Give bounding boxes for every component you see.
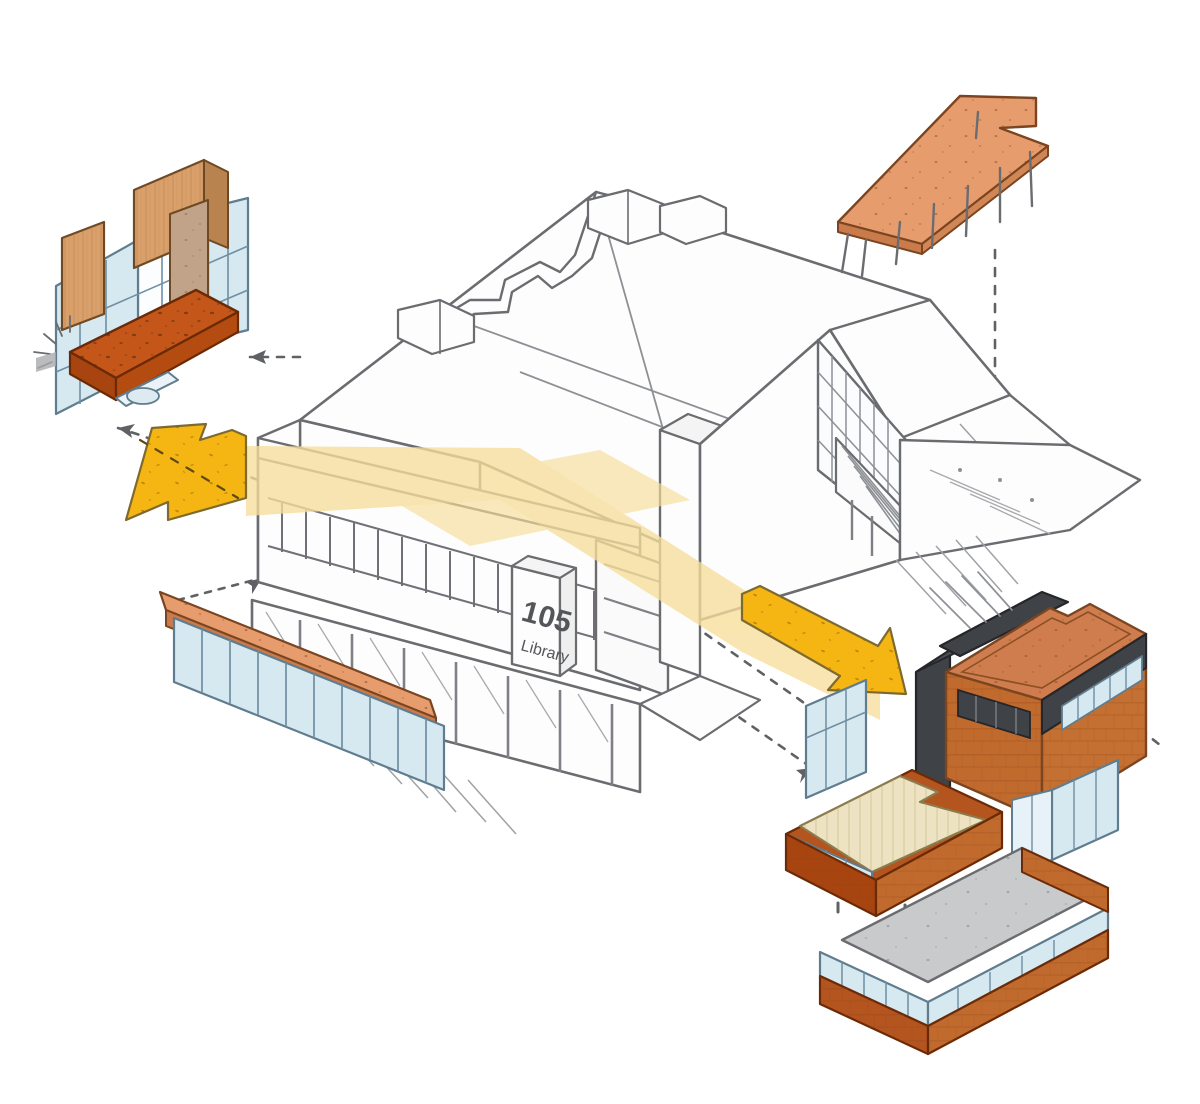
- west-timber-panels: [60, 158, 229, 332]
- comp-new-wing[interactable]: [914, 590, 1148, 822]
- lower-south-wing: [638, 674, 762, 742]
- south-colonnade-glazing: [172, 616, 446, 792]
- route-highlight-band: [246, 446, 880, 720]
- signage-pylon[interactable]: 105 Library: [510, 554, 578, 678]
- arrow-west[interactable]: [124, 422, 248, 522]
- slab-glass-mullions-right: [957, 940, 1055, 1010]
- rooftop-plant-enclosure: [396, 188, 728, 356]
- ground-plane-hatch-east: [895, 535, 1019, 615]
- entrance-columns: [850, 500, 874, 556]
- wing-slot-fins: [975, 696, 1017, 734]
- comp-west-facade[interactable]: [33, 158, 250, 416]
- slab-glass-mullions: [841, 962, 909, 1016]
- main-building-massing[interactable]: 105 Library: [179, 188, 1142, 835]
- arrow-east[interactable]: [740, 584, 908, 696]
- sketch-motion-lines: [929, 571, 1013, 629]
- comp-floor-deck[interactable]: [784, 678, 1004, 918]
- north-canopy-columns: [840, 110, 1034, 278]
- wing-charcoal-parapet: [938, 590, 1070, 658]
- ground-floor-hatch: [265, 611, 609, 743]
- wing-roof-inner-line: [959, 611, 1132, 689]
- wing-clerestory-glazing: [1061, 655, 1143, 731]
- deck-glass-screen: [804, 678, 868, 800]
- slab-glass-fins: [1011, 758, 1120, 871]
- west-terracotta-slab: [68, 288, 240, 402]
- west-under-box: [115, 371, 179, 407]
- comp-north-canopy[interactable]: [836, 94, 1050, 278]
- forecourt-hatch: [929, 469, 1051, 535]
- comp-ground-slab[interactable]: [818, 758, 1120, 1056]
- comp-south-colonnade[interactable]: [158, 590, 446, 792]
- signage-side: [558, 566, 578, 678]
- west-slab-chip: [36, 352, 56, 372]
- arrow-west-centreline: [138, 438, 240, 500]
